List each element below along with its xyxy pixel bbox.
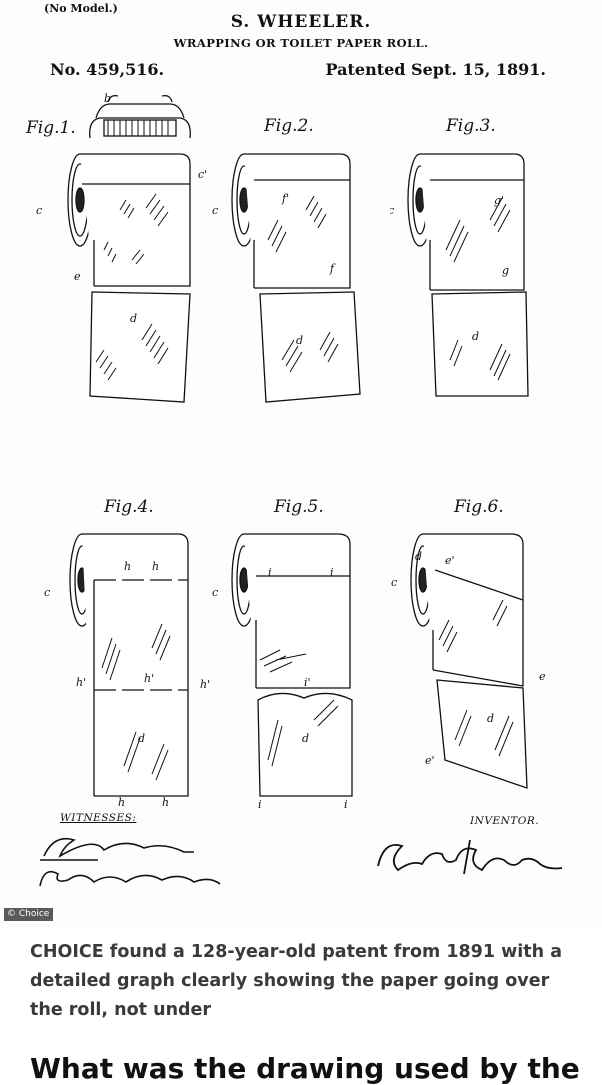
figure-3-drawing: c g' g d <box>390 153 529 397</box>
svg-text:h: h <box>152 560 159 573</box>
svg-text:f': f' <box>281 192 289 205</box>
inventor-signature <box>377 839 563 875</box>
figure-4-label: Fig.4. <box>104 497 154 517</box>
image-credit-badge: © Choice <box>4 908 54 921</box>
svg-text:h: h <box>118 796 125 809</box>
patent-date: Patented Sept. 15, 1891. <box>325 60 546 79</box>
svg-text:c: c <box>44 586 50 599</box>
svg-text:d: d <box>296 334 303 347</box>
svg-text:h': h' <box>200 678 210 691</box>
svg-text:c: c <box>391 576 397 589</box>
figure-1-label: Fig.1. <box>26 118 76 138</box>
figure-2-drawing: c f' f d <box>212 153 361 403</box>
svg-text:e': e' <box>425 754 435 767</box>
svg-text:c: c <box>36 204 42 217</box>
figure-5-label: Fig.5. <box>274 497 324 517</box>
figure-1-drawing: c c' e d b <box>36 92 207 403</box>
svg-text:e: e <box>74 270 81 283</box>
article-heading: What was the drawing used by the <box>30 1052 580 1085</box>
svg-text:d: d <box>138 732 145 745</box>
svg-text:h': h' <box>144 672 154 685</box>
svg-text:i: i <box>268 566 272 579</box>
svg-text:c: c <box>212 204 218 217</box>
inventor-name: S. WHEELER. <box>230 12 372 32</box>
figure-3-label: Fig.3. <box>446 116 496 136</box>
svg-text:e: e <box>539 670 546 683</box>
svg-text:e': e' <box>445 554 455 567</box>
svg-text:i: i <box>344 798 348 810</box>
svg-text:i: i <box>330 566 334 579</box>
svg-text:h': h' <box>76 676 86 689</box>
svg-text:c: c <box>390 204 394 217</box>
svg-text:d: d <box>472 330 479 343</box>
image-caption: CHOICE found a 128-year-old patent from … <box>30 942 563 1020</box>
svg-text:b: b <box>104 92 111 105</box>
svg-text:d: d <box>487 712 494 725</box>
svg-text:d: d <box>415 550 422 563</box>
svg-text:g': g' <box>494 194 504 207</box>
figure-6-drawing: c d e' e d e' <box>391 533 546 789</box>
svg-text:d: d <box>302 732 309 745</box>
model-note: (No Model.) <box>44 2 118 15</box>
patent-drawing: (No Model.) S. WHEELER. WRAPPING OR TOIL… <box>26 2 563 887</box>
patent-subtitle: WRAPPING OR TOILET PAPER ROLL. <box>173 36 429 50</box>
svg-text:i: i <box>258 798 262 810</box>
figure-2-label: Fig.2. <box>264 116 314 136</box>
witnesses-label: WITNESSES: <box>60 812 137 824</box>
svg-text:f: f <box>329 262 336 275</box>
figure-5-drawing: c i i i' d i i <box>212 533 353 810</box>
svg-text:d: d <box>130 312 137 325</box>
svg-text:g: g <box>502 264 509 277</box>
svg-text:c': c' <box>198 168 207 181</box>
svg-text:i': i' <box>304 676 311 689</box>
svg-text:h: h <box>162 796 169 809</box>
figure-6-label: Fig.6. <box>454 497 504 517</box>
figure-4-drawing: c h h h' h' h' d h h <box>44 533 210 809</box>
svg-text:c: c <box>212 586 218 599</box>
witness-signatures <box>39 837 221 887</box>
svg-text:h: h <box>124 560 131 573</box>
inventor-label: INVENTOR. <box>470 815 540 827</box>
patent-number: No. 459,516. <box>50 60 165 79</box>
